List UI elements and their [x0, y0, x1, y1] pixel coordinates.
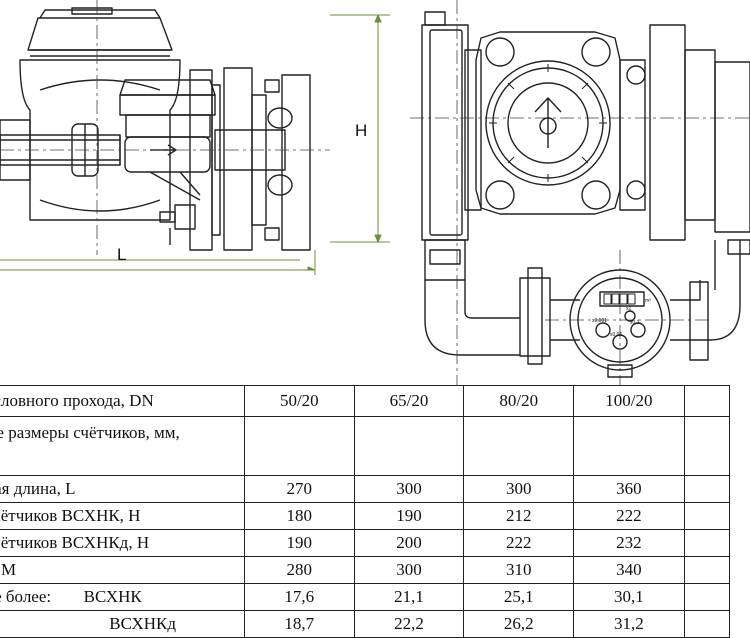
row-label: ВСХНКд — [0, 610, 245, 638]
row-sublabel: ВСХНКд — [109, 614, 177, 633]
cell: 22,2 — [353, 610, 465, 638]
cell: 270 — [243, 475, 355, 503]
cell — [683, 475, 731, 503]
cell: 300 — [353, 475, 465, 503]
table-row: не более: ВСХНК 17,6 21,1 25,1 30,1 — [0, 583, 731, 611]
row-label: ые размеры счётчиков, мм, — [0, 416, 245, 476]
row-label: а, М — [0, 556, 245, 584]
table-row: ная длина, L 270 300 300 360 — [0, 475, 731, 503]
cell: 232 — [573, 529, 685, 557]
table-row: счётчиков ВСХНК, H 180 190 212 222 — [0, 502, 731, 530]
row-label: условного прохода, DN — [0, 385, 245, 417]
dial-mark: x1 — [626, 306, 632, 312]
cell: 200 — [353, 529, 465, 557]
cell: 190 — [243, 529, 355, 557]
cell — [683, 529, 731, 557]
cell — [683, 502, 731, 530]
row-label: не более: ВСХНК — [0, 583, 245, 611]
cell — [683, 610, 731, 638]
dimension-H-label: H — [355, 121, 367, 140]
cell: 50/20 — [243, 385, 355, 417]
row-label: счётчиков ВСХНКд, H — [0, 529, 245, 557]
dial-mark: x0,01 — [610, 332, 622, 338]
cell: 80/20 — [463, 385, 575, 417]
cell — [353, 416, 465, 476]
table-row: ые размеры счётчиков, мм, — [0, 416, 731, 476]
dimension-L — [0, 250, 316, 275]
side-view — [0, 7, 311, 251]
cell: 17,6 — [243, 583, 355, 611]
table-row: условного прохода, DN 50/20 65/20 80/20 … — [0, 385, 731, 417]
cell: 21,1 — [353, 583, 465, 611]
cell: 31,2 — [573, 610, 685, 638]
table-row: а, М 280 300 310 340 — [0, 556, 731, 584]
spec-table: условного прохода, DN 50/20 65/20 80/20 … — [0, 385, 731, 638]
dimension-L-label: L — [117, 245, 126, 264]
cell: 26,2 — [463, 610, 575, 638]
cell — [683, 583, 731, 611]
row-label: ная длина, L — [0, 475, 245, 503]
row-label-main: не более: — [0, 587, 52, 606]
dial-mark: x0,1 — [630, 320, 640, 326]
technical-drawing: L H x0,001 x0,01 x0,1 x1 m³ — [0, 0, 750, 385]
cell: 30,1 — [573, 583, 685, 611]
cell: 180 — [243, 502, 355, 530]
cell: 300 — [463, 475, 575, 503]
dimension-H — [330, 14, 390, 243]
cell: 190 — [353, 502, 465, 530]
cell: 340 — [573, 556, 685, 584]
cell: 18,7 — [243, 610, 355, 638]
cell: 212 — [463, 502, 575, 530]
cell — [243, 416, 355, 476]
dial-mark: x0,001 — [592, 318, 607, 324]
cell: 222 — [573, 502, 685, 530]
row-label: счётчиков ВСХНК, H — [0, 502, 245, 530]
table-row: ВСХНКд 18,7 22,2 26,2 31,2 — [0, 610, 731, 638]
cell: 360 — [573, 475, 685, 503]
cell: 65/20 — [353, 385, 465, 417]
cell: 300 — [353, 556, 465, 584]
cell — [573, 416, 685, 476]
front-view — [421, 11, 750, 378]
counter-unit: m³ — [645, 298, 651, 304]
row-sublabel: ВСХНК — [83, 587, 142, 606]
cell: 222 — [463, 529, 575, 557]
cell — [463, 416, 575, 476]
cell — [683, 416, 731, 476]
table-row: счётчиков ВСХНКд, H 190 200 222 232 — [0, 529, 731, 557]
cell: 280 — [243, 556, 355, 584]
cell — [683, 556, 731, 584]
cell: 25,1 — [463, 583, 575, 611]
cell: 100/20 — [573, 385, 685, 417]
cell — [683, 385, 731, 417]
cell: 310 — [463, 556, 575, 584]
